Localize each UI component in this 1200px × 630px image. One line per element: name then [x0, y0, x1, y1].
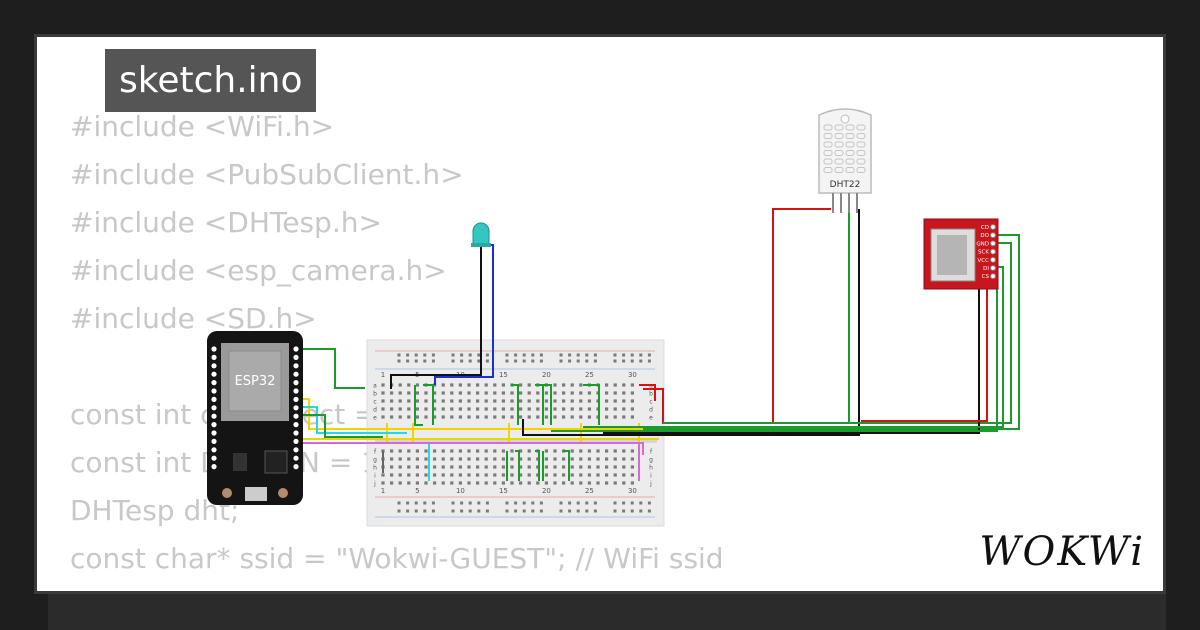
breadboard-row-label: a	[373, 383, 377, 390]
sd-card-module: CD DO GND SCK VCC DI CS	[923, 218, 999, 290]
code-line: const char* ssid = "Wokwi-GUEST"; // WiF…	[70, 542, 724, 575]
code-line: const char* password = "";	[70, 583, 724, 591]
breadboard-row-label: j	[649, 481, 652, 488]
breadboard-row-label: f	[650, 449, 653, 456]
esp32-board: ESP32	[207, 331, 303, 505]
breadboard-column-label: 15	[499, 371, 508, 379]
dht22-sensor: DHT22	[818, 108, 872, 213]
editor-shadow	[48, 594, 1166, 630]
breadboard-row-label: h	[649, 465, 653, 472]
breadboard-column-label: 15	[499, 487, 508, 495]
breadboard-row-label: b	[649, 391, 653, 398]
breadboard-column-label: 25	[585, 487, 594, 495]
project-preview-card: #include <WiFi.h> #include <PubSubClient.…	[34, 34, 1166, 594]
dht22-label: DHT22	[830, 180, 861, 190]
breadboard-row-label: e	[649, 415, 653, 422]
breadboard-column-label: 30	[628, 487, 637, 495]
breadboard-column-label: 25	[585, 371, 594, 379]
code-line: #include <DHTesp.h>	[70, 206, 382, 239]
code-line: #include <PubSubClient.h>	[70, 158, 464, 191]
breadboard-column-label: 20	[542, 371, 551, 379]
breadboard-column-label: 30	[628, 371, 637, 379]
code-line: DHTesp dht;	[70, 494, 240, 527]
sd-pin-label: DI	[983, 266, 989, 272]
file-tab[interactable]: sketch.ino	[105, 49, 317, 112]
breadboard-row-label: g	[649, 457, 653, 464]
breadboard-column-label: 10	[456, 487, 465, 495]
breadboard-column-label: 1	[381, 487, 385, 495]
led	[471, 222, 491, 247]
code-line: #include <SD.h>	[70, 302, 317, 335]
breadboard-column-label: 20	[542, 487, 551, 495]
breadboard-row-label: g	[373, 457, 377, 464]
breadboard-row-label: b	[373, 391, 377, 398]
breadboard-row-label: d	[373, 407, 377, 414]
breadboard-column-label: 5	[415, 487, 419, 495]
breadboard-column-label: 1	[381, 371, 385, 379]
breadboard-row-label: c	[649, 399, 652, 406]
sd-pin-label: CD	[981, 225, 989, 231]
breadboard-row-label: c	[373, 399, 376, 406]
sd-pin-label: CS	[982, 274, 990, 280]
breadboard-row-label: j	[373, 481, 376, 488]
code-line: #include <WiFi.h>	[70, 110, 335, 143]
sd-pin-label: DO	[980, 233, 989, 239]
breadboard-row-label: i	[650, 473, 652, 480]
sd-pin-label: GND	[976, 241, 989, 247]
esp32-label: ESP32	[235, 374, 276, 389]
breadboard-row-label: i	[374, 473, 376, 480]
breadboard-row-label: d	[649, 407, 653, 414]
breadboard-row-label: h	[373, 465, 377, 472]
code-line: #include <esp_camera.h>	[70, 254, 447, 287]
breadboard-row-label: e	[373, 415, 377, 422]
breadboard-wires	[382, 384, 656, 481]
sd-pin-label: VCC	[978, 258, 990, 264]
wokwi-logo: WOKWi	[979, 529, 1145, 575]
sd-pin-label: SCK	[978, 250, 989, 256]
breadboard-row-label: f	[374, 449, 377, 456]
